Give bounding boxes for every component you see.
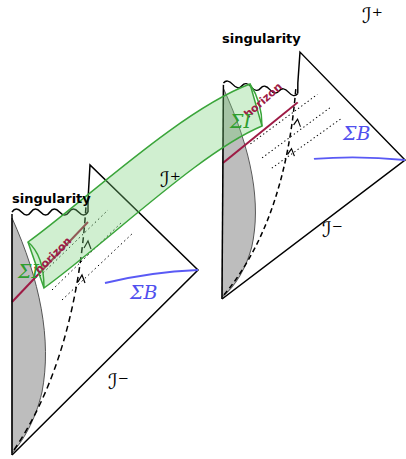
scri-minus-label: ℐ⁻ [322,220,343,241]
scri-plus-label: ℐ⁺ [362,6,383,27]
sigma-i-label: ΣI [18,262,39,281]
sigma-b-label: ΣB [130,283,157,302]
sigma-b-label: ΣB [343,124,370,143]
sigma-i-label: ΣI [230,112,251,131]
singularity-label: singularity [12,192,91,205]
identification-band [28,84,262,288]
scri-minus-label: ℐ⁻ [108,372,129,393]
singularity-label: singularity [222,32,301,45]
scri-plus-label: ℐ⁺ [160,170,181,191]
